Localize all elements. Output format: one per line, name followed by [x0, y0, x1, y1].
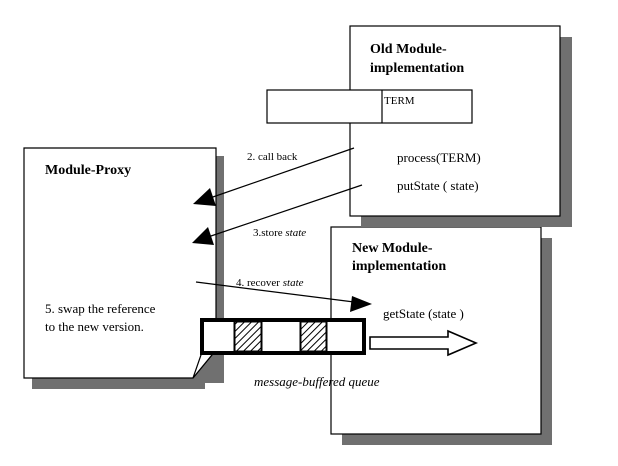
- arrow-call-back: 2. call back: [193, 147, 355, 206]
- queue-flow-arrow-shape: [369, 329, 479, 357]
- queue-flow-arrow: [369, 329, 479, 357]
- arrow-store-state-label: 3.store state: [253, 227, 306, 239]
- arrow-call-back-head: [193, 188, 216, 206]
- arrow-recover-state: 4. recover state: [195, 277, 372, 312]
- message-queue: message-buffered queue: [200, 318, 380, 389]
- new-module-title-2: implementation: [352, 259, 446, 274]
- arrow-store-state: 3.store state: [192, 184, 363, 245]
- term-label: TERM: [384, 95, 415, 107]
- old-module-title-2: implementation: [370, 61, 464, 76]
- store-state-word: state: [285, 227, 306, 239]
- arrow-recover-state-label: 4. recover state: [236, 277, 304, 289]
- method-process: process(TERM): [397, 150, 481, 165]
- store-prefix: 3.store: [253, 227, 285, 239]
- method-getstate: getState (state ): [383, 306, 464, 321]
- swap-text-line1: 5. swap the reference: [45, 301, 156, 316]
- arrow-recover-state-head: [350, 296, 372, 312]
- new-module-box: New Module- implementation getState (sta…: [330, 226, 552, 445]
- recover-prefix: 4. recover: [236, 277, 283, 289]
- new-module-title-1: New Module-: [352, 241, 433, 256]
- queue-message-2: [300, 321, 327, 352]
- queue-outer: [200, 318, 366, 355]
- recover-state-word: state: [283, 277, 304, 289]
- arrow-store-state-head: [192, 227, 214, 245]
- old-module-box: Old Module- implementation process(TERM)…: [349, 25, 572, 227]
- queue-caption: message-buffered queue: [254, 374, 380, 389]
- module-proxy-title: Module-Proxy: [45, 163, 131, 178]
- method-putstate: putState ( state): [397, 178, 479, 193]
- swap-text-line2: to the new version.: [45, 319, 144, 334]
- queue-message-1: [234, 321, 262, 352]
- arrow-call-back-label: 2. call back: [247, 151, 298, 163]
- term-box: TERM: [266, 89, 473, 124]
- arrow-store-state-line: [207, 184, 363, 238]
- term-box-frame: [266, 89, 473, 124]
- module-proxy-box: Module-Proxy 5. swap the reference to th…: [23, 147, 224, 389]
- module-proxy-frame: [23, 147, 217, 379]
- arrow-call-back-line: [209, 147, 355, 199]
- old-module-title-1: Old Module-: [370, 42, 447, 57]
- arrow-recover-state-line: [195, 281, 355, 303]
